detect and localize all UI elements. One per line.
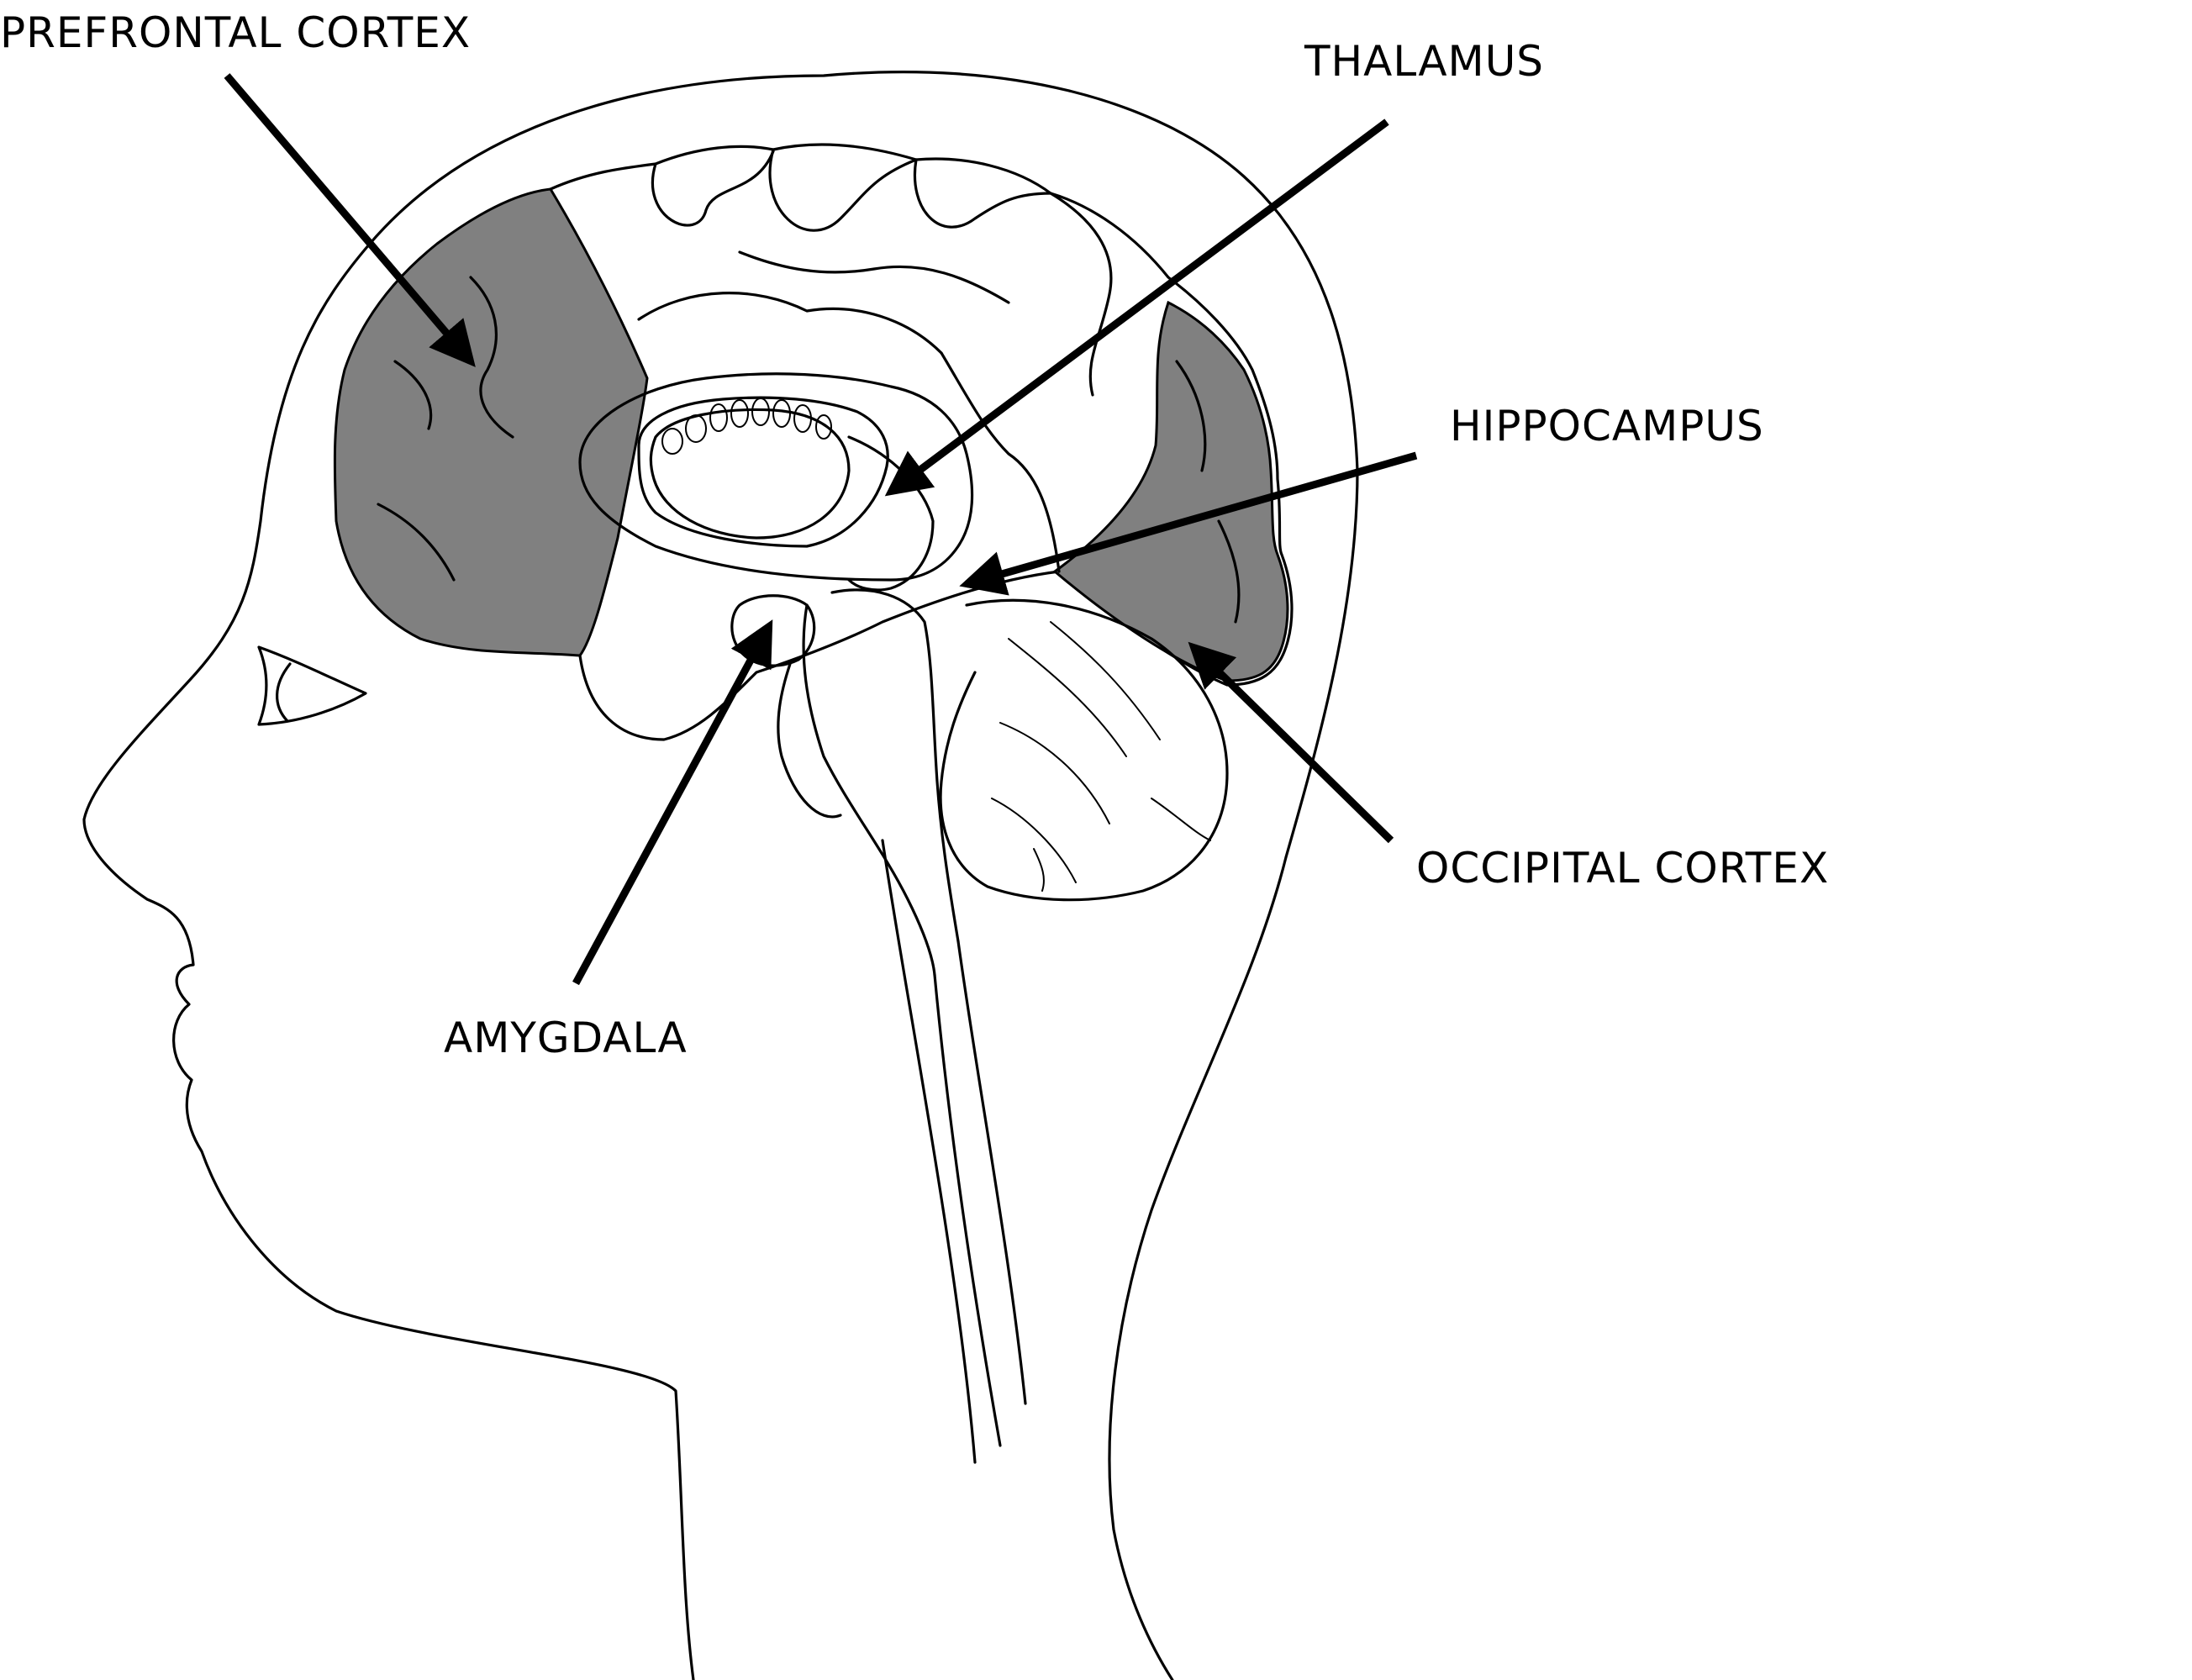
spinal-cord — [933, 973, 1002, 1447]
cerebellum-fold — [1008, 638, 1127, 757]
gyrus-line — [738, 250, 1010, 304]
gyrus-line — [1175, 360, 1207, 472]
fold-oval — [815, 414, 832, 440]
gyrus-line — [651, 150, 775, 227]
prefrontal-cortex-label: PREFRONTAL CORTEX — [0, 8, 472, 57]
limbic-inner — [637, 396, 889, 548]
cerebellum-fold — [991, 798, 1077, 883]
thalamus-arrow — [884, 118, 1389, 497]
amygdala-label: AMYGDALA — [444, 1014, 688, 1062]
prefrontal-arrow — [224, 73, 476, 367]
fold-oval — [772, 399, 791, 428]
brainstem — [830, 588, 960, 943]
eye-outline — [257, 645, 367, 726]
prefrontal-region — [333, 187, 649, 657]
cerebellum-fold — [1151, 798, 1211, 841]
thalamus-label: THALAMUS — [1304, 37, 1545, 86]
fold-oval — [793, 404, 812, 433]
gyrus-line — [913, 158, 1052, 229]
spinal-cord — [881, 839, 977, 1464]
fold-oval — [709, 403, 728, 432]
gyrus-line — [469, 276, 514, 439]
gyrus-line — [637, 292, 943, 355]
cerebellum-fold — [1050, 621, 1161, 740]
gyrus-line — [768, 148, 918, 232]
hippocampus-arrow — [959, 451, 1418, 596]
brainstem — [802, 603, 936, 977]
hippocampus-label: HIPPOCAMPUS — [1450, 402, 1764, 450]
head-outline — [82, 71, 1359, 1680]
gyrus-line — [1217, 519, 1241, 624]
cerebellum — [939, 598, 1229, 902]
thalamus-body — [649, 408, 851, 540]
gyrus-line — [940, 351, 1061, 573]
cerebellum-fold — [999, 722, 1110, 824]
fold-oval — [661, 428, 683, 455]
amygdala-area — [730, 594, 816, 667]
occipital-cortex-label: OCCIPITAL CORTEX — [1416, 844, 1830, 893]
cerebellum-fold — [1033, 848, 1045, 892]
gyrus-line — [377, 503, 456, 582]
fold-oval — [751, 398, 770, 426]
cerebrum-outline — [549, 143, 1294, 741]
fold-oval — [730, 399, 749, 428]
pons — [777, 662, 842, 819]
gyrus-line — [1049, 192, 1113, 397]
eye-iris — [276, 662, 292, 723]
occipital-region — [1052, 300, 1289, 682]
gyrus-line — [393, 360, 433, 430]
spinal-cord — [956, 940, 1027, 1405]
corpus-callosum — [578, 372, 974, 582]
amygdala-arrow — [572, 619, 773, 986]
occipital-arrow — [1188, 641, 1394, 844]
fold-oval — [685, 414, 707, 443]
